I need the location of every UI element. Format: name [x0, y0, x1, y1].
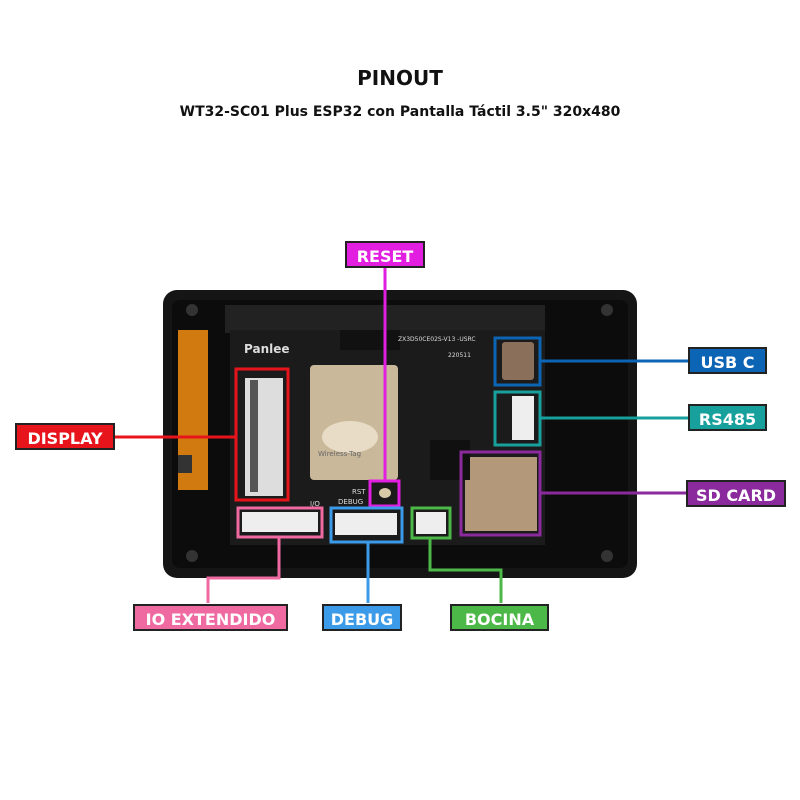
- date-silkscreen: 220511: [448, 352, 471, 359]
- reset-label: RESET: [345, 241, 425, 268]
- page-title: PINOUT: [357, 66, 443, 90]
- rs485-label: RS485: [688, 404, 767, 431]
- debug-silkscreen: DEBUG: [338, 498, 364, 506]
- debug-label: DEBUG: [322, 604, 402, 631]
- rst-silkscreen: RST: [352, 488, 366, 496]
- bocina-label: BOCINA: [450, 604, 549, 631]
- io-silkscreen: I/O: [310, 500, 320, 508]
- usb-c-label: USB C: [688, 347, 767, 374]
- usb-c-port: [502, 342, 534, 380]
- display-label: DISPLAY: [15, 423, 115, 450]
- brand-silkscreen: Panlee: [244, 342, 290, 356]
- sd-card-label: SD CARD: [686, 480, 786, 507]
- sd-slot: [465, 457, 537, 531]
- io-extendido-label: IO EXTENDIDO: [133, 604, 288, 631]
- page-subtitle: WT32-SC01 Plus ESP32 con Pantalla Táctil…: [179, 104, 621, 120]
- model-silkscreen: ZX3D50CE02S-V13 -USRC: [398, 336, 476, 343]
- module-silkscreen: Wireless-Tag: [318, 450, 362, 458]
- rs485-connector: [512, 396, 534, 440]
